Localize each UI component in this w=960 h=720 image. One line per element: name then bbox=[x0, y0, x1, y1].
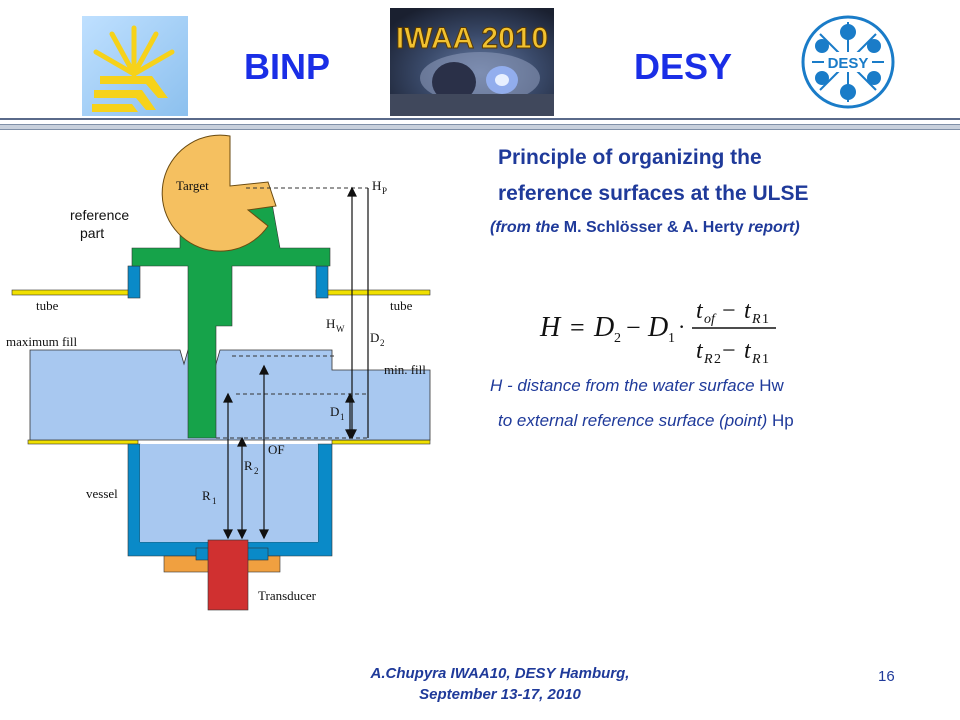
svg-text:t: t bbox=[696, 298, 704, 324]
label-tube-right: tube bbox=[390, 298, 413, 313]
svg-text:H: H bbox=[539, 312, 562, 343]
svg-text:1: 1 bbox=[668, 331, 675, 346]
svg-text:−: − bbox=[722, 298, 736, 324]
target bbox=[161, 134, 277, 252]
svg-text:2: 2 bbox=[714, 352, 721, 367]
label-d2-sub: 2 bbox=[380, 338, 385, 348]
label-d1-sub: 1 bbox=[340, 412, 345, 422]
svg-text:t: t bbox=[696, 338, 704, 364]
label-min-fill: min. fill bbox=[384, 362, 426, 377]
title-line-2: reference surfaces at the ULSE bbox=[498, 182, 809, 205]
tube-bottom-left-bar bbox=[27, 439, 139, 445]
transducer bbox=[207, 539, 249, 611]
svg-text:=: = bbox=[570, 313, 585, 342]
label-maximum-fill: maximum fill bbox=[6, 334, 78, 349]
source-note: (from the M. Schlösser & A. Herty report… bbox=[490, 219, 800, 237]
description-line-2: to external reference surface (point) Hp bbox=[498, 411, 794, 430]
iwaa-logo: IWAA 2010 bbox=[390, 8, 554, 116]
svg-text:of: of bbox=[704, 312, 717, 327]
label-transducer: Transducer bbox=[258, 588, 317, 603]
svg-text:R: R bbox=[703, 352, 713, 367]
label-vessel: vessel bbox=[86, 486, 118, 501]
header-line-top bbox=[0, 118, 960, 120]
label-of: OF bbox=[268, 442, 285, 457]
label-reference-part-2: part bbox=[80, 225, 104, 241]
tube-left-bar bbox=[11, 289, 139, 296]
svg-text:2: 2 bbox=[614, 331, 621, 346]
label-r1-sub: 1 bbox=[212, 496, 217, 506]
label-d1: D bbox=[330, 404, 339, 419]
svg-text:−: − bbox=[722, 338, 736, 364]
desy-title: DESY bbox=[634, 46, 733, 87]
symbol-hw: Hw bbox=[759, 376, 784, 395]
label-reference-part-1: reference bbox=[70, 207, 129, 223]
tube-right-bar bbox=[315, 289, 431, 296]
footer-line-1: A.Chupyra IWAA10, DESY Hamburg, bbox=[370, 665, 630, 682]
desy-logo-text: DESY bbox=[828, 55, 869, 72]
label-tube-left: tube bbox=[36, 298, 59, 313]
label-target: Target bbox=[176, 178, 209, 193]
label-hw: H bbox=[326, 316, 335, 331]
source-prefix: (from the bbox=[490, 219, 564, 236]
tube-bottom-right-bar bbox=[331, 439, 431, 445]
svg-text:R: R bbox=[751, 312, 761, 327]
source-suffix: report) bbox=[743, 219, 800, 236]
svg-text:t: t bbox=[744, 298, 752, 324]
iwaa-logo-text: IWAA 2010 bbox=[396, 22, 548, 55]
description-line-1: H - distance from the water surface Hw bbox=[490, 376, 784, 395]
footer-line-2: September 13-17, 2010 bbox=[419, 686, 581, 703]
svg-text:R: R bbox=[751, 352, 761, 367]
label-r1: R bbox=[202, 488, 211, 503]
symbol-hp: Hp bbox=[772, 411, 794, 430]
ulse-diagram: Target refe bbox=[0, 128, 470, 628]
svg-text:·: · bbox=[678, 314, 685, 339]
label-hp-sub: P bbox=[382, 186, 387, 196]
source-authors: M. Schlösser & A. Herty bbox=[563, 219, 744, 236]
desy-logo: DESY bbox=[798, 12, 898, 112]
svg-text:1: 1 bbox=[762, 312, 769, 327]
label-hw-sub: W bbox=[336, 324, 345, 334]
svg-text:t: t bbox=[744, 338, 752, 364]
page-number: 16 bbox=[878, 668, 895, 685]
svg-text:D: D bbox=[593, 312, 614, 343]
formula: H = D 2 − D 1 · t of − t R 1 t R 2 − t R… bbox=[536, 288, 796, 368]
title-line-1: Principle of organizing the bbox=[498, 146, 762, 169]
svg-text:D: D bbox=[647, 312, 668, 343]
header-line-bottom bbox=[0, 124, 960, 130]
label-r2: R bbox=[244, 458, 253, 473]
label-hp: H bbox=[372, 178, 381, 193]
svg-text:1: 1 bbox=[762, 352, 769, 367]
label-r2-sub: 2 bbox=[254, 466, 259, 476]
water-volume bbox=[29, 349, 431, 441]
binp-title: BINP bbox=[244, 46, 331, 87]
binp-logo bbox=[82, 16, 188, 116]
svg-text:−: − bbox=[626, 313, 641, 342]
label-d2: D bbox=[370, 330, 379, 345]
